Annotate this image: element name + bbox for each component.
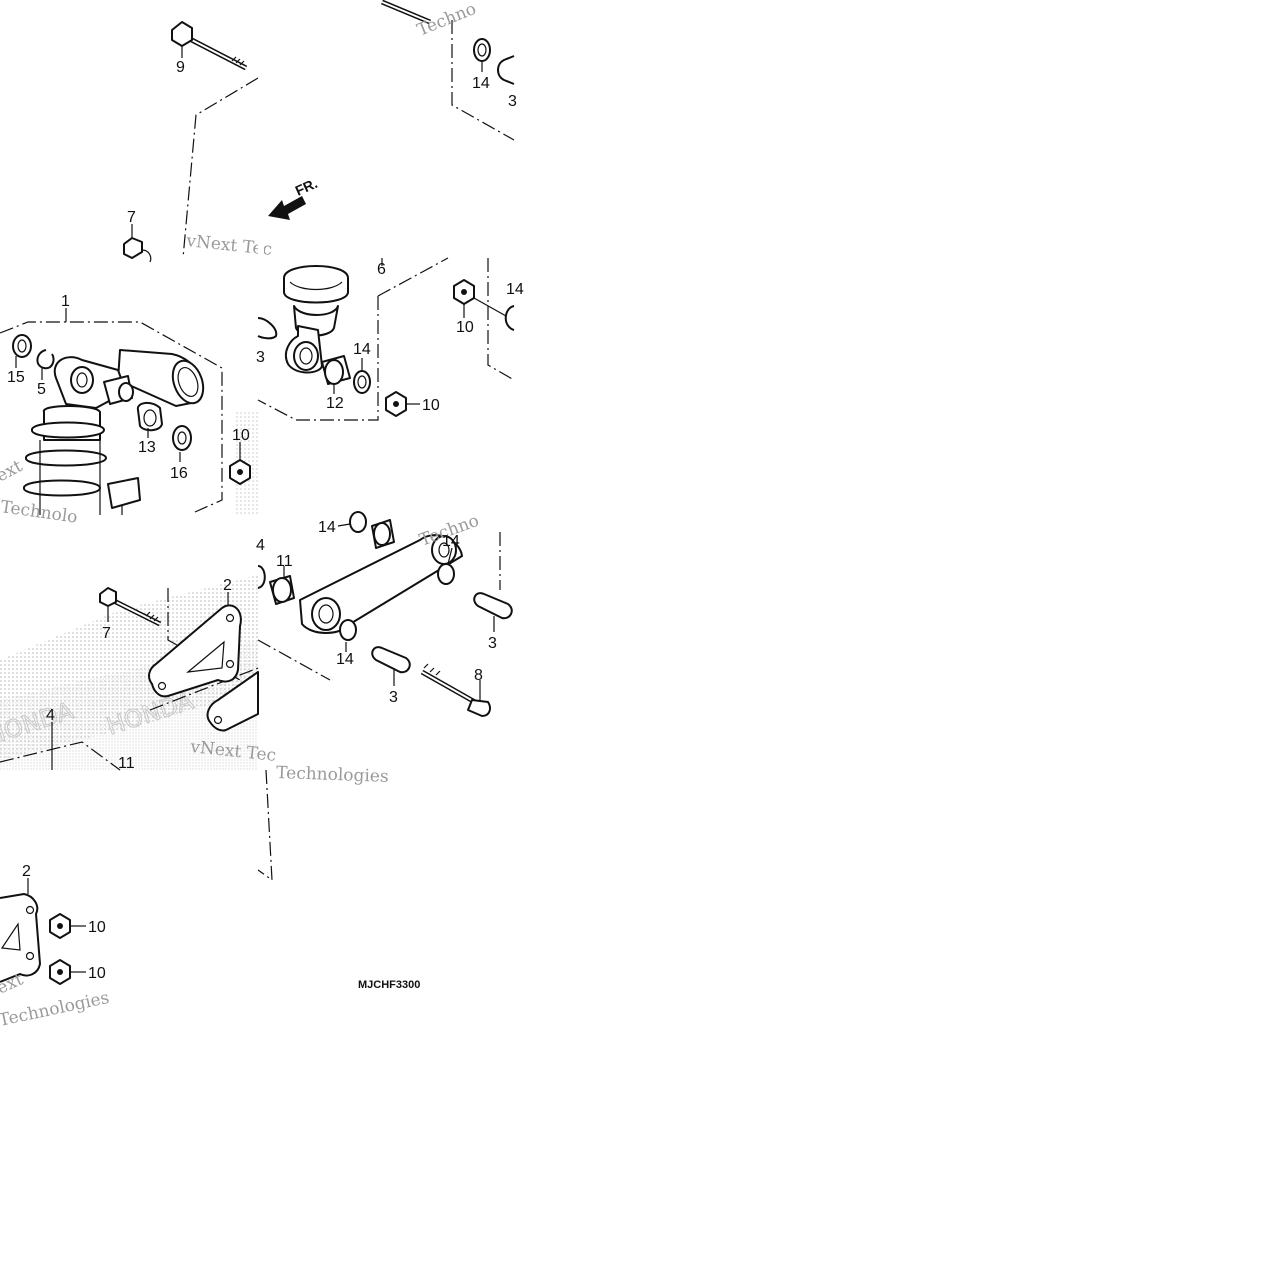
bolt-8 <box>420 663 491 717</box>
seal-14-link-top <box>349 511 367 533</box>
bushing-12 <box>321 355 351 385</box>
callout-14-link-top: 14 <box>318 519 336 536</box>
bolt-top-right <box>381 0 431 25</box>
bracket-2-partial <box>206 671 259 732</box>
seal-14-right-edge <box>504 305 515 331</box>
callout-4-right: 4 <box>256 537 265 554</box>
cushion-upper-mount <box>257 265 349 374</box>
callout-16: 16 <box>170 465 188 482</box>
callout-3-left: 3 <box>256 349 265 366</box>
callout-9: 9 <box>176 59 185 76</box>
seal-14-mid <box>353 370 371 394</box>
nut-10-top-panel <box>453 279 475 305</box>
callout-11-link: 11 <box>276 553 293 570</box>
callout-4-left: 4 <box>46 707 55 724</box>
callout-3-top: 3 <box>508 93 517 110</box>
bracket-2-lower <box>0 893 41 983</box>
callout-7-lower: 7 <box>102 625 111 642</box>
callout-3-bottom: 3 <box>389 689 398 706</box>
callout-8: 8 <box>474 667 483 684</box>
diagram-code: MJCHF3300 <box>358 979 420 991</box>
callout-13: 13 <box>138 439 156 456</box>
nut-10-mid <box>229 459 251 485</box>
bushing-11 <box>269 575 295 605</box>
label-plate <box>107 477 141 509</box>
callout-14-mid: 14 <box>353 341 371 358</box>
seal-14-link-right <box>437 563 455 585</box>
seal-16 <box>172 425 192 451</box>
direction-label: FR. <box>293 175 320 199</box>
callout-12: 12 <box>326 395 344 412</box>
seal-14-link-left <box>257 565 266 589</box>
nut-10-bottom-upper <box>49 913 71 939</box>
callout-1: 1 <box>61 293 70 310</box>
callout-5: 5 <box>37 381 46 398</box>
watermark-technolo-mid: Technolo <box>0 497 79 528</box>
leader-lines <box>15 46 507 973</box>
callout-10-bottom-lower: 10 <box>88 965 106 982</box>
callout-6: 6 <box>377 261 386 278</box>
callout-14-top: 14 <box>472 75 490 92</box>
callout-14-link-bottom: 14 <box>336 651 354 668</box>
bolt-9 <box>171 21 248 71</box>
callout-3-right: 3 <box>488 635 497 652</box>
dashed-boundaries <box>0 20 515 882</box>
nut-7-top <box>123 237 152 263</box>
callout-10-bottom-upper: 10 <box>88 919 106 936</box>
bracket-2-upper <box>148 604 242 698</box>
callout-2-upper: 2 <box>223 577 232 594</box>
nut-10-right-mid <box>385 391 407 417</box>
collar-3-right <box>473 592 513 620</box>
seal-14-top <box>473 38 491 62</box>
callout-10-top-panel: 10 <box>456 319 474 336</box>
bushing-13 <box>136 402 163 432</box>
callout-11-lower: 11 <box>118 755 135 772</box>
callout-numbers: 9 14 3 7 1 15 5 13 16 10 6 10 14 3 14 12… <box>7 59 524 982</box>
callout-15: 15 <box>7 369 25 386</box>
watermark-technologies-mid: Technologies <box>276 763 389 787</box>
nut-10-bottom-lower <box>49 959 71 985</box>
bushing-link-top <box>371 519 395 549</box>
circlip-5 <box>36 349 55 370</box>
tile-gaps <box>258 0 264 258</box>
callout-14-right-edge: 14 <box>506 281 524 298</box>
rear-shock-absorber <box>22 349 205 515</box>
watermark-technologies-bottom: Technologies <box>0 988 111 1031</box>
front-direction-arrow: FR. <box>268 175 320 220</box>
bolt-7-lower <box>99 587 162 627</box>
collar-top-right <box>497 55 515 85</box>
watermark-ext-mid: ext <box>0 456 26 486</box>
seal-15 <box>12 334 32 358</box>
cushion-link-rod <box>299 534 463 634</box>
callout-14-link-right: 14 <box>442 533 460 550</box>
collar-3-bottom <box>371 646 411 674</box>
callout-10-mid: 10 <box>232 427 250 444</box>
callout-2-lower: 2 <box>22 863 31 880</box>
watermark-techno-top: Techno <box>414 0 479 41</box>
callout-7-top: 7 <box>127 209 136 226</box>
seal-14-link-bottom <box>339 619 357 641</box>
callout-10-right: 10 <box>422 397 440 414</box>
